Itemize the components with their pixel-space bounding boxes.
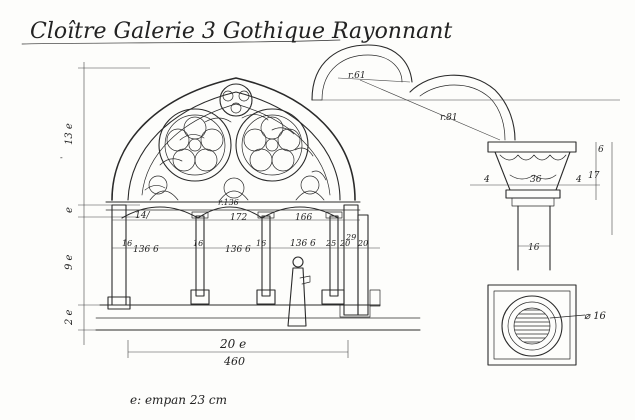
scale-footnote: e: empan 23 cm bbox=[130, 393, 227, 407]
tracery-span-c: 166 bbox=[295, 213, 312, 223]
col-b: 16 bbox=[193, 239, 203, 248]
pier-d: 20 bbox=[357, 239, 368, 248]
arch-profiles: r.61 r.81 bbox=[311, 44, 620, 141]
tracery-radius: r.136 bbox=[218, 198, 239, 207]
bay-a: 136 6 bbox=[133, 245, 159, 255]
cap-left-dim: 4 bbox=[483, 175, 490, 185]
monk-figure bbox=[287, 256, 311, 327]
columns bbox=[107, 204, 381, 318]
column-base-plan: ⌀ 16 bbox=[487, 284, 607, 366]
cap-top-dim: 6 bbox=[598, 145, 604, 155]
left-height-dimension: 13 e e 9 e 2 e - bbox=[60, 62, 150, 345]
sheet-title: Cloître Galerie 3 Gothique Rayonnant bbox=[30, 19, 452, 44]
tracery-span-a: 14/ bbox=[135, 211, 150, 221]
height-upper-label: 13 e bbox=[64, 123, 75, 145]
cap-height-dim: 17 bbox=[588, 171, 600, 181]
col-a: 16 bbox=[122, 239, 132, 248]
capital-elevation: 6 17 4 36 4 16 bbox=[470, 141, 613, 271]
bay-b: 136 6 bbox=[225, 245, 251, 255]
height-lower-label: 9 e bbox=[64, 254, 75, 270]
total-e-label: 20 e bbox=[219, 337, 246, 351]
svg-text:-: - bbox=[60, 153, 63, 162]
col-c: 16 bbox=[256, 239, 266, 248]
arch-radius-2: r.81 bbox=[440, 113, 458, 123]
tracery bbox=[148, 83, 325, 201]
total-cm-label: 460 bbox=[223, 355, 245, 368]
title-underline bbox=[21, 39, 341, 45]
cap-mid-dim: 36 bbox=[530, 175, 542, 185]
height-base-label: 2 e bbox=[64, 309, 75, 326]
pier-b: 20 bbox=[339, 239, 350, 248]
cap-right-dim: 4 bbox=[575, 175, 582, 185]
arch-radius-1: r.61 bbox=[348, 71, 366, 81]
bay-c: 136 6 bbox=[290, 239, 316, 249]
pier-a: 25 bbox=[325, 239, 336, 248]
tracery-span-b: 172 bbox=[230, 213, 247, 223]
stylobate bbox=[95, 304, 421, 331]
pier-c: 29 bbox=[345, 233, 356, 242]
base-diameter: ⌀ 16 bbox=[584, 311, 607, 322]
shaft-dim: 16 bbox=[528, 243, 540, 253]
sub-arches bbox=[105, 201, 361, 219]
arcade-dimensions: 14/ 172 166 r.136 136 6 136 6 136 6 16 1… bbox=[112, 198, 380, 255]
main-arch bbox=[111, 77, 356, 201]
overall-width-dimension: 20 e 460 bbox=[127, 337, 349, 368]
height-mid-label: e bbox=[64, 207, 75, 213]
